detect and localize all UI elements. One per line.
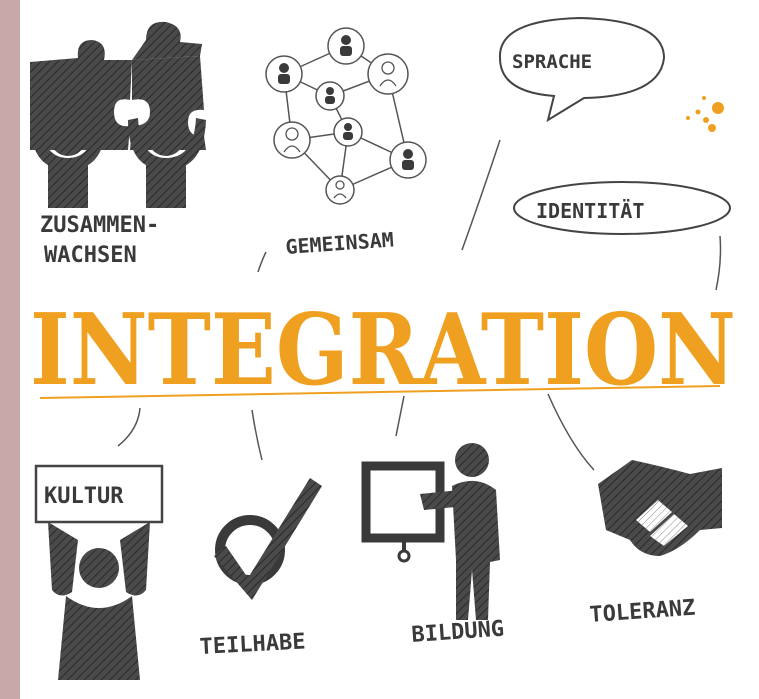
integration-title: INTEGRATION: [30, 293, 736, 408]
zusammenwachsen-label-line1: ZUSAMMEN-: [40, 213, 159, 238]
left-border-strip: [0, 0, 20, 699]
sprache-label: SPRACHE: [512, 51, 592, 73]
sign-person-icon: KULTUR: [34, 464, 164, 680]
checkmark-icon: [214, 478, 322, 600]
gemeinsam-label: GEMEINSAM: [285, 227, 395, 259]
orange-dots-decoration: [686, 96, 724, 132]
kultur-label: KULTUR: [44, 484, 124, 509]
connector-lines: [117, 139, 722, 471]
handshake-icon: [598, 460, 722, 556]
title-underline: [39, 385, 721, 399]
zusammenwachsen-label-line2: WACHSEN: [44, 243, 137, 268]
identitaet-label: IDENTITÄT: [536, 199, 644, 223]
identitaet-oval: IDENTITÄT: [513, 181, 731, 235]
bildung-label: BILDUNG: [411, 617, 505, 648]
teilhabe-label: TEILHABE: [199, 629, 306, 660]
presentation-board-icon: [361, 443, 500, 620]
puzzle-person-icon: [30, 21, 206, 208]
toleranz-label: TOLERANZ: [589, 596, 696, 628]
network-people-icon: [265, 27, 427, 205]
speech-bubble-icon: SPRACHE: [498, 16, 666, 123]
